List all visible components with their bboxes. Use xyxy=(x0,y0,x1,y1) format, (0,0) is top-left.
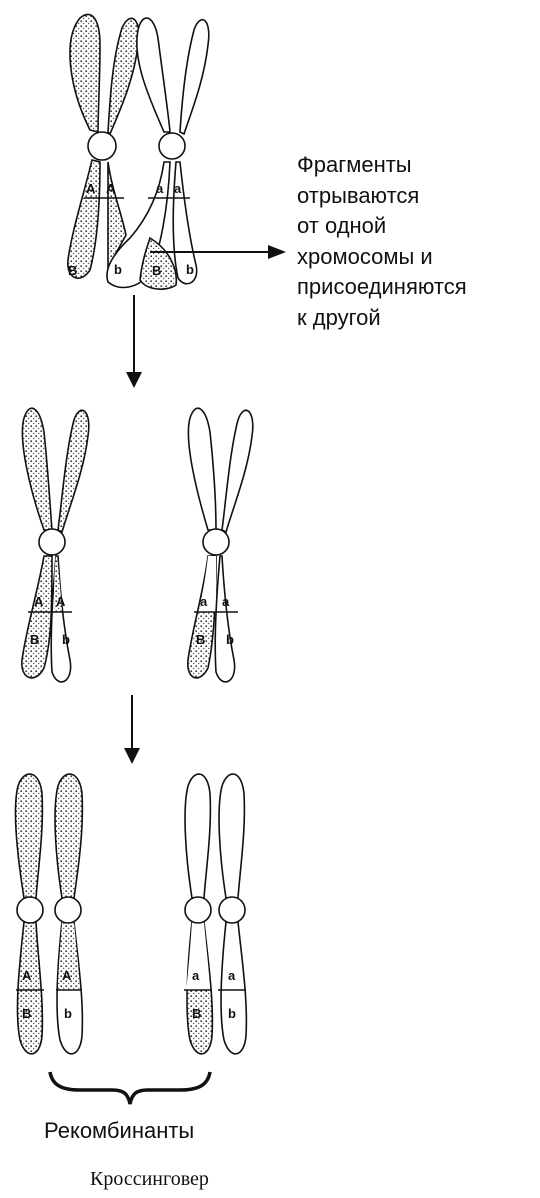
gene-label: b xyxy=(226,632,234,647)
gene-label: a xyxy=(222,594,230,609)
gene-label: A xyxy=(106,181,116,196)
chromatid-dotted-upper-left xyxy=(22,408,52,530)
chromatid-dotted-upper-right xyxy=(58,410,89,532)
gene-label: b xyxy=(62,632,70,647)
description-line: от одной xyxy=(297,211,537,242)
chromatid-white-upper-right xyxy=(222,410,253,532)
gene-label: a xyxy=(228,968,236,983)
centromere xyxy=(219,897,245,923)
gene-label: b xyxy=(64,1006,72,1021)
gene-label: b xyxy=(114,262,122,277)
description-line: присоединяются xyxy=(297,272,537,303)
recombinants-brace xyxy=(50,1072,210,1104)
down-arrow-1 xyxy=(126,295,142,388)
chromatid-white-upper-left xyxy=(188,408,216,530)
gene-label: A xyxy=(62,968,72,983)
centromere xyxy=(17,897,43,923)
gene-label: B xyxy=(152,263,161,278)
description-line: к другой xyxy=(297,303,537,334)
gene-label: A xyxy=(34,594,44,609)
gene-label: a xyxy=(174,181,182,196)
chromatid-dotted-right-upper xyxy=(108,18,139,134)
chromosome-Ab-upper xyxy=(55,774,82,898)
chromosome-ab-upper xyxy=(219,774,244,898)
stage-3-chromosomes xyxy=(16,774,247,1054)
gene-label: a xyxy=(156,181,164,196)
stage-1-tetrad xyxy=(68,14,209,289)
gene-label: B xyxy=(68,263,77,278)
gene-label: A xyxy=(56,594,66,609)
chromatid-white-fragment-right xyxy=(51,556,70,682)
gene-label: B xyxy=(22,1006,31,1021)
crossing-over-description: Фрагменты отрываются от одной хромосомы … xyxy=(297,150,537,333)
gene-label: B xyxy=(196,632,205,647)
description-line: отрываются xyxy=(297,181,537,212)
description-line: Фрагменты xyxy=(297,150,537,181)
chromatid-dotted-left-upper xyxy=(70,14,100,132)
chromosome-AB-upper xyxy=(16,774,43,898)
centromere xyxy=(185,897,211,923)
gene-label: B xyxy=(192,1006,201,1021)
gene-label: a xyxy=(200,594,208,609)
down-arrow-2 xyxy=(124,695,140,764)
gene-label: A xyxy=(86,181,96,196)
chromosome-ab-lower xyxy=(221,922,246,1054)
gene-label: B xyxy=(30,632,39,647)
recombinants-label: Рекомбинанты xyxy=(44,1118,194,1144)
chromatid-dotted-left-lower xyxy=(68,160,100,278)
chromatid-white-left-upper xyxy=(137,18,170,132)
chromatid-white-lower-right xyxy=(215,556,234,682)
centromere-white xyxy=(159,133,185,159)
chromatid-dotted-lower-left xyxy=(22,556,52,678)
centromere xyxy=(39,529,65,555)
gene-label: A xyxy=(22,968,32,983)
chromatid-white-right-upper xyxy=(180,20,209,134)
chromosome-AB-lower xyxy=(17,922,42,1054)
gene-label: b xyxy=(228,1006,236,1021)
chromosome-aB-upper xyxy=(185,774,210,898)
centromere xyxy=(55,897,81,923)
centromere xyxy=(203,529,229,555)
arrow-to-description xyxy=(150,245,286,259)
figure-caption: Кроссинговер xyxy=(90,1168,209,1191)
gene-label: b xyxy=(186,262,194,277)
stage-2-chromosomes xyxy=(22,408,253,682)
description-line: хромосомы и xyxy=(297,242,537,273)
gene-label: a xyxy=(192,968,200,983)
centromere-dotted xyxy=(88,132,116,160)
